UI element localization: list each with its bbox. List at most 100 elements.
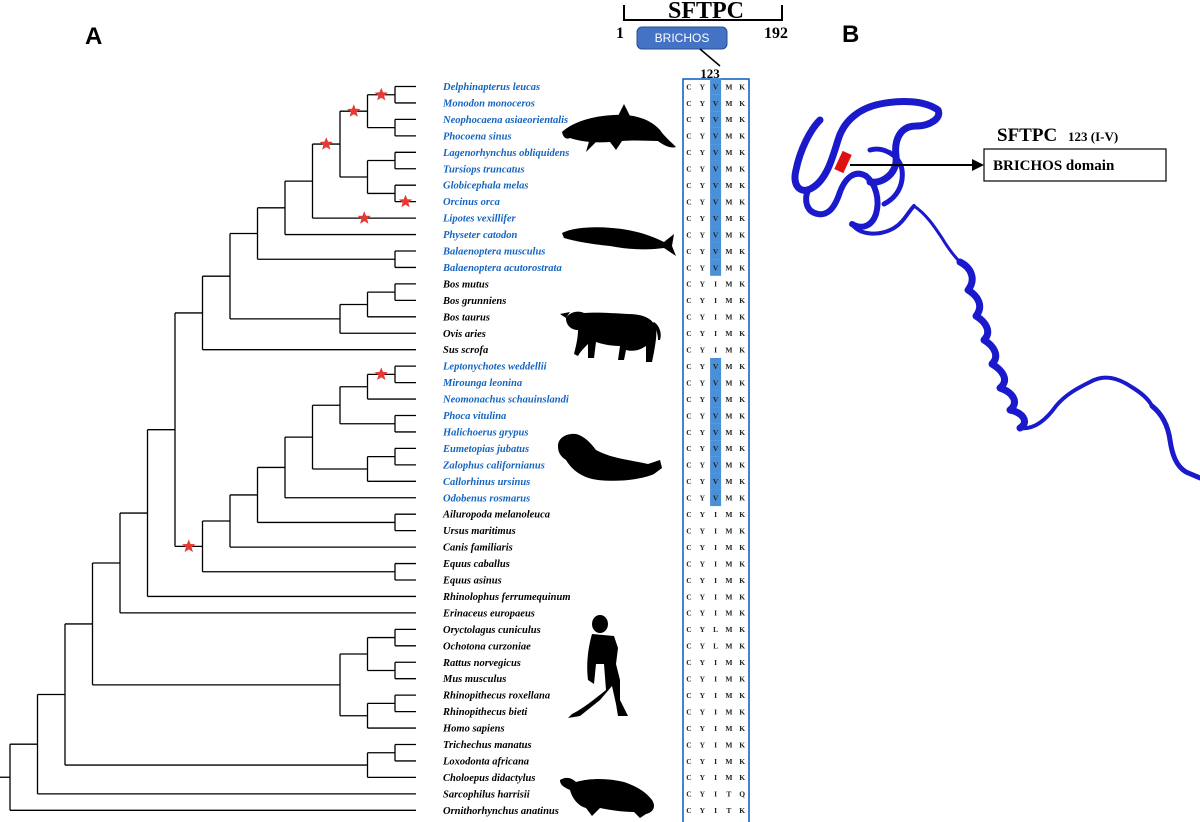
residue: V [713,148,719,157]
residue: Y [700,510,706,519]
residue: M [725,165,732,174]
taxon-label: Equus asinus [442,576,502,587]
residue: M [725,247,732,256]
residue: K [739,510,745,519]
residue: V [713,165,719,174]
residue: V [713,263,719,272]
residue: Y [700,691,706,700]
panel-label-a: A [85,23,102,50]
residue: M [725,444,732,453]
residue: Y [700,362,706,371]
residue: K [739,526,745,535]
residue: Q [739,790,745,799]
residue: K [739,395,745,404]
residue: K [739,773,745,782]
residue: Y [700,724,706,733]
highlighted-residue-cell [710,440,722,457]
gene-bracket [623,5,783,21]
taxon-label: Neomonachus schauinslandi [442,395,569,406]
residue: C [686,165,691,174]
residue: K [739,329,745,338]
residue: K [739,461,745,470]
residue: K [739,609,745,618]
residue: Y [700,543,706,552]
residue: C [686,494,691,503]
residue: M [725,115,732,124]
residue: Y [700,625,706,634]
residue: M [725,740,732,749]
residue: M [725,132,732,141]
taxon-label: Mus musculus [442,674,506,685]
callout-arrow-head [972,159,984,171]
residue: I [714,576,717,585]
brichos-domain-box [636,26,728,50]
residue: L [713,642,718,651]
taxon-label: Rattus norvegicus [442,658,521,669]
residue: K [739,477,745,486]
residue: M [725,691,732,700]
residue: K [739,757,745,766]
residue: M [725,576,732,585]
selection-stars [182,87,413,553]
residue: V [713,197,719,206]
residue: Y [700,395,706,404]
highlighted-residue-cell [710,127,722,145]
taxon-label: Bos grunniens [442,296,506,307]
residue: K [739,230,745,239]
residue: M [725,526,732,535]
residue: K [739,165,745,174]
dolphin-silhouette [562,104,676,152]
residue: M [725,148,732,157]
residue: Y [700,132,706,141]
residue: M [725,642,732,651]
residue: C [686,197,691,206]
residue: C [686,625,691,634]
highlighted-residue-cell [710,111,722,128]
residue: Y [700,181,706,190]
taxon-label: Trichechus manatus [443,740,532,751]
residue: M [725,592,732,601]
residue: C [686,461,691,470]
selection-star [182,539,196,553]
taxon-label: Bos taurus [442,312,490,323]
residue: K [739,197,745,206]
highlighted-residue-cell [710,160,722,178]
residue: I [714,806,717,815]
residue: Y [700,428,706,437]
taxon-label: Orcinus orca [443,197,500,208]
highlighted-residue-cell [710,78,722,95]
human-silhouette [568,615,628,718]
residue: K [739,99,745,108]
residue: K [739,181,745,190]
residue: M [725,773,732,782]
highlighted-residue-cell [710,489,722,507]
residue: K [739,148,745,157]
residue: C [686,395,691,404]
residue: Y [700,658,706,667]
residue: V [713,214,719,223]
residue: C [686,313,691,322]
residue: M [725,82,732,91]
protein-structure [791,98,1200,481]
residue: Y [700,609,706,618]
taxon-label: Leptonychotes weddellii [442,362,547,373]
gene-schematic: SFTPC 1 192 BRICHOS 123 [616,0,788,81]
taxon-label: Callorhinus ursinus [443,477,530,488]
residue: C [686,148,691,157]
highlighted-residue-cell [710,407,722,424]
residue: M [725,280,732,289]
taxon-label: Delphinapterus leucas [442,82,540,93]
residue: Y [700,559,706,568]
residue: L [713,625,718,634]
residue: M [725,214,732,223]
residue: Y [700,280,706,289]
residue: K [739,280,745,289]
residue: K [739,115,745,124]
residue: K [739,132,745,141]
residue: C [686,296,691,305]
taxon-label: Eumetopias jubatus [442,444,529,455]
residue: M [725,609,732,618]
residue: M [725,263,732,272]
residue: V [713,82,719,91]
